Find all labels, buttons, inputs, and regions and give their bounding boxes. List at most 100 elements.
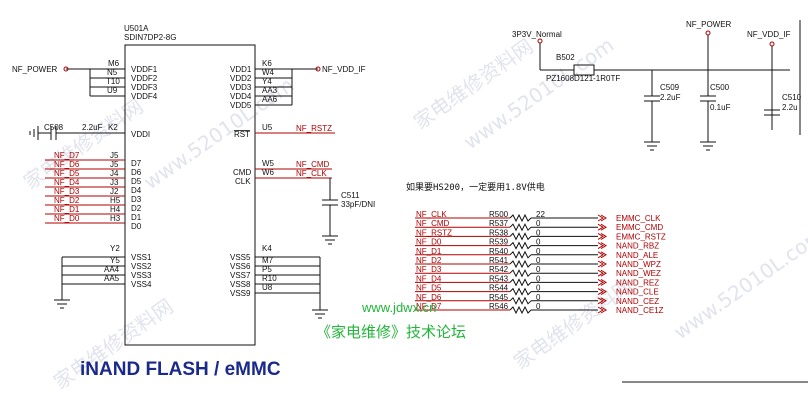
c509-value: 2.2uF [660,93,681,102]
chip-ref: U501A [124,24,149,33]
net-data: NF_D5 [54,169,80,178]
pin-name: VSS9 [230,289,251,298]
row-ref: R500 [489,210,509,219]
pin-num: K6 [262,59,272,68]
pin-num: M7 [262,256,274,265]
net-data: NF_D7 [54,151,80,160]
row-net: NF_D0 [416,238,442,247]
arrow-icon [597,297,607,305]
resistor-symbol [509,213,532,223]
watermark-url: www.52010L.com [669,223,808,344]
row-dest: NAND_CEZ [616,297,659,306]
resistor-symbol [509,250,532,259]
pin-name: VDDF3 [131,83,158,92]
net-nf-power-2: NF_POWER [686,20,732,29]
pin-name: RST [234,130,250,139]
pin-name: VSS1 [131,253,152,262]
row-net: NF_D4 [416,274,442,283]
row-dest: EMMC_RSTZ [616,232,666,241]
b502-value: PZ1608D121-1R0TF [546,74,620,83]
resistor-row: NF_D3 R542 0 NAND_WEZ [415,265,661,278]
row-dest: NAND_REZ [616,278,659,287]
pin-name: VDD2 [230,74,252,83]
row-ref: R546 [489,302,509,311]
pin-name: VDD1 [230,65,252,74]
pin-num: J5 [110,160,119,169]
pin-num: H5 [110,196,121,205]
net-data: NF_D6 [54,160,80,169]
row-ref: R540 [489,247,509,256]
c511-value: 33pF/DNI [341,200,375,209]
c500-value: 0.1uF [710,103,731,112]
pin-name: VDD5 [230,101,252,110]
resistor-symbol [509,259,532,269]
net-nf-rstz: NF_RSTZ [296,124,332,133]
row-value: 0 [536,293,541,302]
row-net: NF_CLK [416,210,447,219]
row-dest: NAND_WEZ [616,269,661,278]
pin-num: T10 [106,77,120,86]
row-net: NF_D6 [416,293,442,302]
net-nf-clk: NF_CLK [296,169,327,178]
c510-ref: C510 [782,93,802,102]
row-ref: R542 [489,265,509,274]
pin-num: P5 [262,265,272,274]
arrow-icon [597,242,607,250]
row-net: NF_D3 [416,265,442,274]
arrow-icon [597,223,607,231]
pin-name: VSS3 [131,271,152,280]
row-dest: NAND_CE1Z [616,306,664,315]
resistor-symbol [509,241,532,250]
row-net: NF_CMD [416,219,450,228]
hs200-note: 如果要HS200，一定要用1.8V供电 [406,181,545,193]
row-dest: NAND_RBZ [616,242,659,251]
net-data: NF_D3 [54,187,80,196]
chip-body [124,44,256,346]
pin-name: D6 [131,168,142,177]
c508-value: 2.2uF [82,123,103,132]
row-net: NF_D7 [416,302,442,311]
pin-num: N5 [107,68,118,77]
row-ref: R539 [489,238,509,247]
pin-num: M6 [108,59,120,68]
row-net: NF_D5 [416,284,442,293]
row-value: 22 [536,210,545,219]
net-nf-vdd-if-2: NF_VDD_IF [747,30,791,39]
pin-num: U5 [262,123,273,132]
arrow-icon [597,251,607,259]
row-value: 0 [536,265,541,274]
pin-name: VSS7 [230,271,251,280]
arrow-icon [597,260,607,268]
row-value: 0 [536,284,541,293]
arrow-icon [597,232,607,240]
pin-num: K2 [108,123,118,132]
pin-name: VDDF2 [131,74,158,83]
resistor-symbol [509,223,532,232]
pin-name: D2 [131,204,142,213]
pin-name: VDDF1 [131,65,158,74]
pin-name: VSS2 [131,262,152,271]
arrow-icon [597,278,607,286]
row-value: 0 [536,256,541,265]
row-dest: NAND_WPZ [616,260,661,269]
pin-num: H3 [110,214,121,223]
pin-num: W5 [262,159,275,168]
pin-num: J3 [110,178,119,187]
pin-num: W4 [262,68,275,77]
resistor-symbol [509,278,532,287]
arrow-icon [597,288,607,296]
pin-num: Y4 [262,77,272,86]
row-ref: R541 [489,256,509,265]
arrow-icon [597,214,607,222]
pin-name: D0 [131,222,142,231]
c508-ref: C508 [44,123,64,132]
arrow-icon [597,269,607,277]
net-data: NF_D4 [54,178,80,187]
row-value: 0 [536,238,541,247]
